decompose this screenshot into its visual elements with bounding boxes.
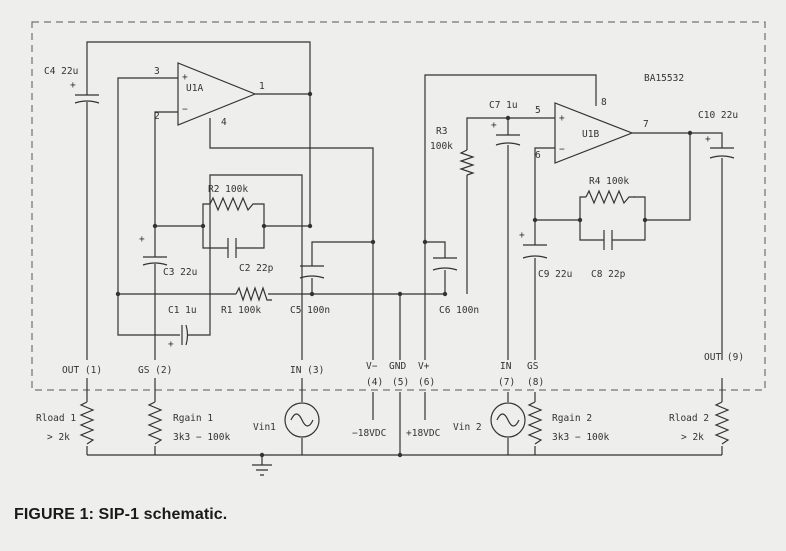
c9-plus: + (519, 230, 525, 241)
label-c10: C10 22u (698, 110, 738, 121)
label-c7: C7 1u (489, 100, 518, 111)
label-pin5: (5) (392, 377, 409, 388)
capacitor-c6 (432, 257, 458, 271)
label-out9: OUT (9) (704, 352, 744, 363)
label-c9: C9 22u (538, 269, 572, 280)
capacitor-c7 (495, 134, 521, 146)
pin-u1b-7: 7 (643, 119, 649, 130)
label-rload1-value: > 2k (47, 432, 70, 443)
c4-plus: + (70, 80, 76, 91)
signal-source-vin1 (284, 402, 320, 438)
label-r3-name: R3 (436, 126, 447, 137)
label-r1: R1 100k (221, 305, 261, 316)
c7-plus: + (491, 120, 497, 131)
label-rgain1-name: Rgain 1 (173, 413, 213, 424)
label-pin6: (6) (418, 377, 435, 388)
resistor-rload2 (714, 401, 730, 445)
pin-u1a-3: 3 (154, 66, 160, 77)
label-c6: C6 100n (439, 305, 479, 316)
capacitor-c5 (299, 265, 325, 279)
wires-u1a (86, 41, 445, 360)
capacitor-c1 (181, 324, 189, 346)
label-pin8: (8) (527, 377, 544, 388)
label-rgain2-name: Rgain 2 (552, 413, 592, 424)
label-vminus: V− (366, 361, 378, 372)
resistor-rload1 (79, 401, 95, 445)
opamp-u1b (554, 102, 634, 164)
opamp-label-u1b: U1B (582, 129, 599, 140)
label-in7: IN (500, 361, 512, 372)
u1a-minus-sign: − (182, 104, 188, 115)
label-vplus: V+ (418, 361, 430, 372)
u1a-plus-sign: + (182, 72, 188, 83)
label-r3-value: 100k (430, 141, 453, 152)
signal-source-vin2 (490, 402, 526, 438)
label-rload1-name: Rload 1 (36, 413, 76, 424)
capacitor-c10 (709, 147, 735, 159)
module-outline (31, 21, 766, 391)
label-r4: R4 100k (589, 176, 629, 187)
u1b-minus-sign: − (559, 144, 565, 155)
figure-caption: FIGURE 1: SIP-1 schematic. (14, 506, 228, 523)
opamp-label-u1a: U1A (186, 83, 203, 94)
label-vin2: Vin 2 (453, 422, 482, 433)
pin-u1a-4: 4 (221, 117, 227, 128)
label-r2: R2 100k (208, 184, 248, 195)
resistor-rgain1 (147, 401, 163, 445)
capacitor-c2 (227, 238, 237, 258)
pin-u1b-6: 6 (535, 150, 541, 161)
label-pin4: (4) (366, 377, 383, 388)
label-in3: IN (3) (290, 365, 324, 376)
capacitor-c4 (74, 88, 100, 108)
capacitor-c8 (603, 230, 613, 250)
c1-plus: + (168, 339, 174, 350)
resistor-r3 (459, 149, 475, 176)
resistor-r1 (235, 286, 272, 302)
label-gs2: GS (2) (138, 365, 172, 376)
label-c3: C3 22u (163, 267, 197, 278)
label-pin7: (7) (498, 377, 515, 388)
pin-u1b-8: 8 (601, 97, 607, 108)
capacitor-c3 (142, 250, 168, 276)
label-c1: C1 1u (168, 305, 197, 316)
resistor-rgain2 (527, 401, 543, 445)
pin-u1b-5: 5 (535, 105, 541, 116)
capacitor-c9 (522, 244, 548, 259)
label-rgain2-value: 3k3 − 100k (552, 432, 609, 443)
wires-u1b (424, 74, 723, 360)
c3-plus: + (139, 234, 145, 245)
label-pos18vdc: +18VDC (406, 428, 440, 439)
pin-u1a-1: 1 (259, 81, 265, 92)
u1b-plus-sign: + (559, 113, 565, 124)
label-c5: C5 100n (290, 305, 330, 316)
label-neg18vdc: −18VDC (352, 428, 386, 439)
label-c8: C8 22p (591, 269, 626, 280)
label-gs8: GS (527, 361, 539, 372)
label-gnd: GND (389, 361, 406, 372)
label-vin1: Vin1 (253, 422, 276, 433)
label-c2: C2 22p (239, 263, 274, 274)
ground-junction (259, 452, 265, 458)
label-rload2-value: > 2k (681, 432, 704, 443)
opamp-u1a (177, 62, 257, 126)
resistor-r4 (585, 189, 635, 205)
label-rgain1-value: 3k3 − 100k (173, 432, 230, 443)
chip-label: BA15532 (644, 73, 684, 84)
c10-plus: + (705, 134, 711, 145)
external-wires (86, 378, 723, 476)
resistor-r2 (209, 196, 258, 212)
label-rload2-name: Rload 2 (669, 413, 709, 424)
gnd-junction (397, 452, 403, 458)
label-c4: C4 22u (44, 66, 78, 77)
pin-u1a-2: 2 (154, 111, 160, 122)
junction-dots (115, 91, 693, 297)
label-out1: OUT (1) (62, 365, 102, 376)
